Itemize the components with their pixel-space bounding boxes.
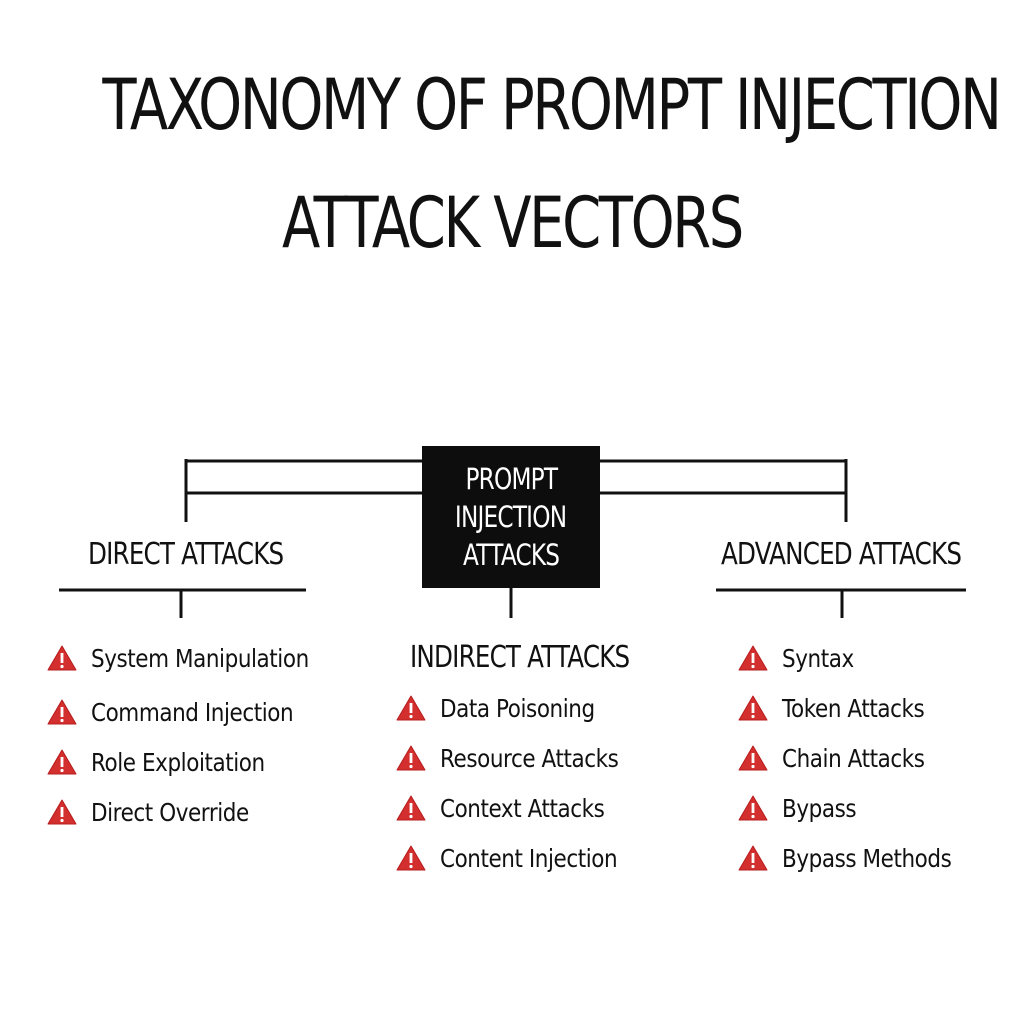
page-title-line-1: TAXONOMY OF PROMPT INJECTION [102, 64, 1002, 146]
list-item-label: Content Injection [440, 843, 618, 873]
list-item-label: Data Poisoning [440, 693, 595, 723]
list-item-label: Syntax [782, 643, 854, 673]
list-item-indirect-2: Resource Attacks [396, 745, 647, 771]
page-title-line-2: ATTACK VECTORS [282, 182, 744, 264]
root-node-line-2: INJECTION [455, 500, 567, 534]
warning-triangle-icon [47, 799, 77, 825]
list-item-label: Chain Attacks [782, 743, 925, 773]
list-item-label: Role Exploitation [91, 747, 265, 777]
list-item-direct-1: System Manipulation [47, 645, 344, 671]
list-item-indirect-4: Content Injection [396, 845, 646, 871]
list-item-advanced-1: Syntax [738, 645, 865, 671]
warning-triangle-icon [47, 749, 77, 775]
list-item-advanced-4: Bypass [738, 795, 868, 821]
warning-triangle-icon [738, 745, 768, 771]
category-direct-label: DIRECT ATTACKS [88, 537, 284, 572]
list-item-label: Token Attacks [782, 693, 925, 723]
list-item-advanced-3: Chain Attacks [738, 745, 948, 771]
list-item-indirect-3: Context Attacks [396, 795, 631, 821]
category-indirect-label: INDIRECT ATTACKS [410, 640, 630, 675]
warning-triangle-icon [738, 845, 768, 871]
root-node-box: PROMPT INJECTION ATTACKS [422, 446, 600, 588]
warning-triangle-icon [738, 645, 768, 671]
warning-triangle-icon [396, 745, 426, 771]
category-advanced-label: ADVANCED ATTACKS [721, 537, 962, 572]
root-node-line-1: PROMPT [465, 462, 558, 496]
list-item-label: Context Attacks [440, 793, 605, 823]
warning-triangle-icon [396, 845, 426, 871]
warning-triangle-icon [47, 645, 77, 671]
list-item-direct-3: Role Exploitation [47, 749, 293, 775]
list-item-label: Bypass Methods [782, 843, 952, 873]
root-node-line-3: ATTACKS [462, 538, 560, 572]
warning-triangle-icon [396, 695, 426, 721]
warning-triangle-icon [738, 795, 768, 821]
warning-triangle-icon [47, 699, 77, 725]
list-item-direct-4: Direct Override [47, 799, 274, 825]
warning-triangle-icon [396, 795, 426, 821]
list-item-label: Command Injection [91, 697, 294, 727]
list-item-label: Resource Attacks [440, 743, 619, 773]
connector-lines-group [59, 459, 966, 618]
list-item-indirect-1: Data Poisoning [396, 695, 620, 721]
list-item-label: Direct Override [91, 797, 249, 827]
list-item-label: System Manipulation [91, 643, 309, 673]
list-item-advanced-2: Token Attacks [738, 695, 947, 721]
list-item-label: Bypass [782, 793, 857, 823]
warning-triangle-icon [738, 695, 768, 721]
list-item-advanced-5: Bypass Methods [738, 845, 979, 871]
list-item-direct-2: Command Injection [47, 699, 326, 725]
